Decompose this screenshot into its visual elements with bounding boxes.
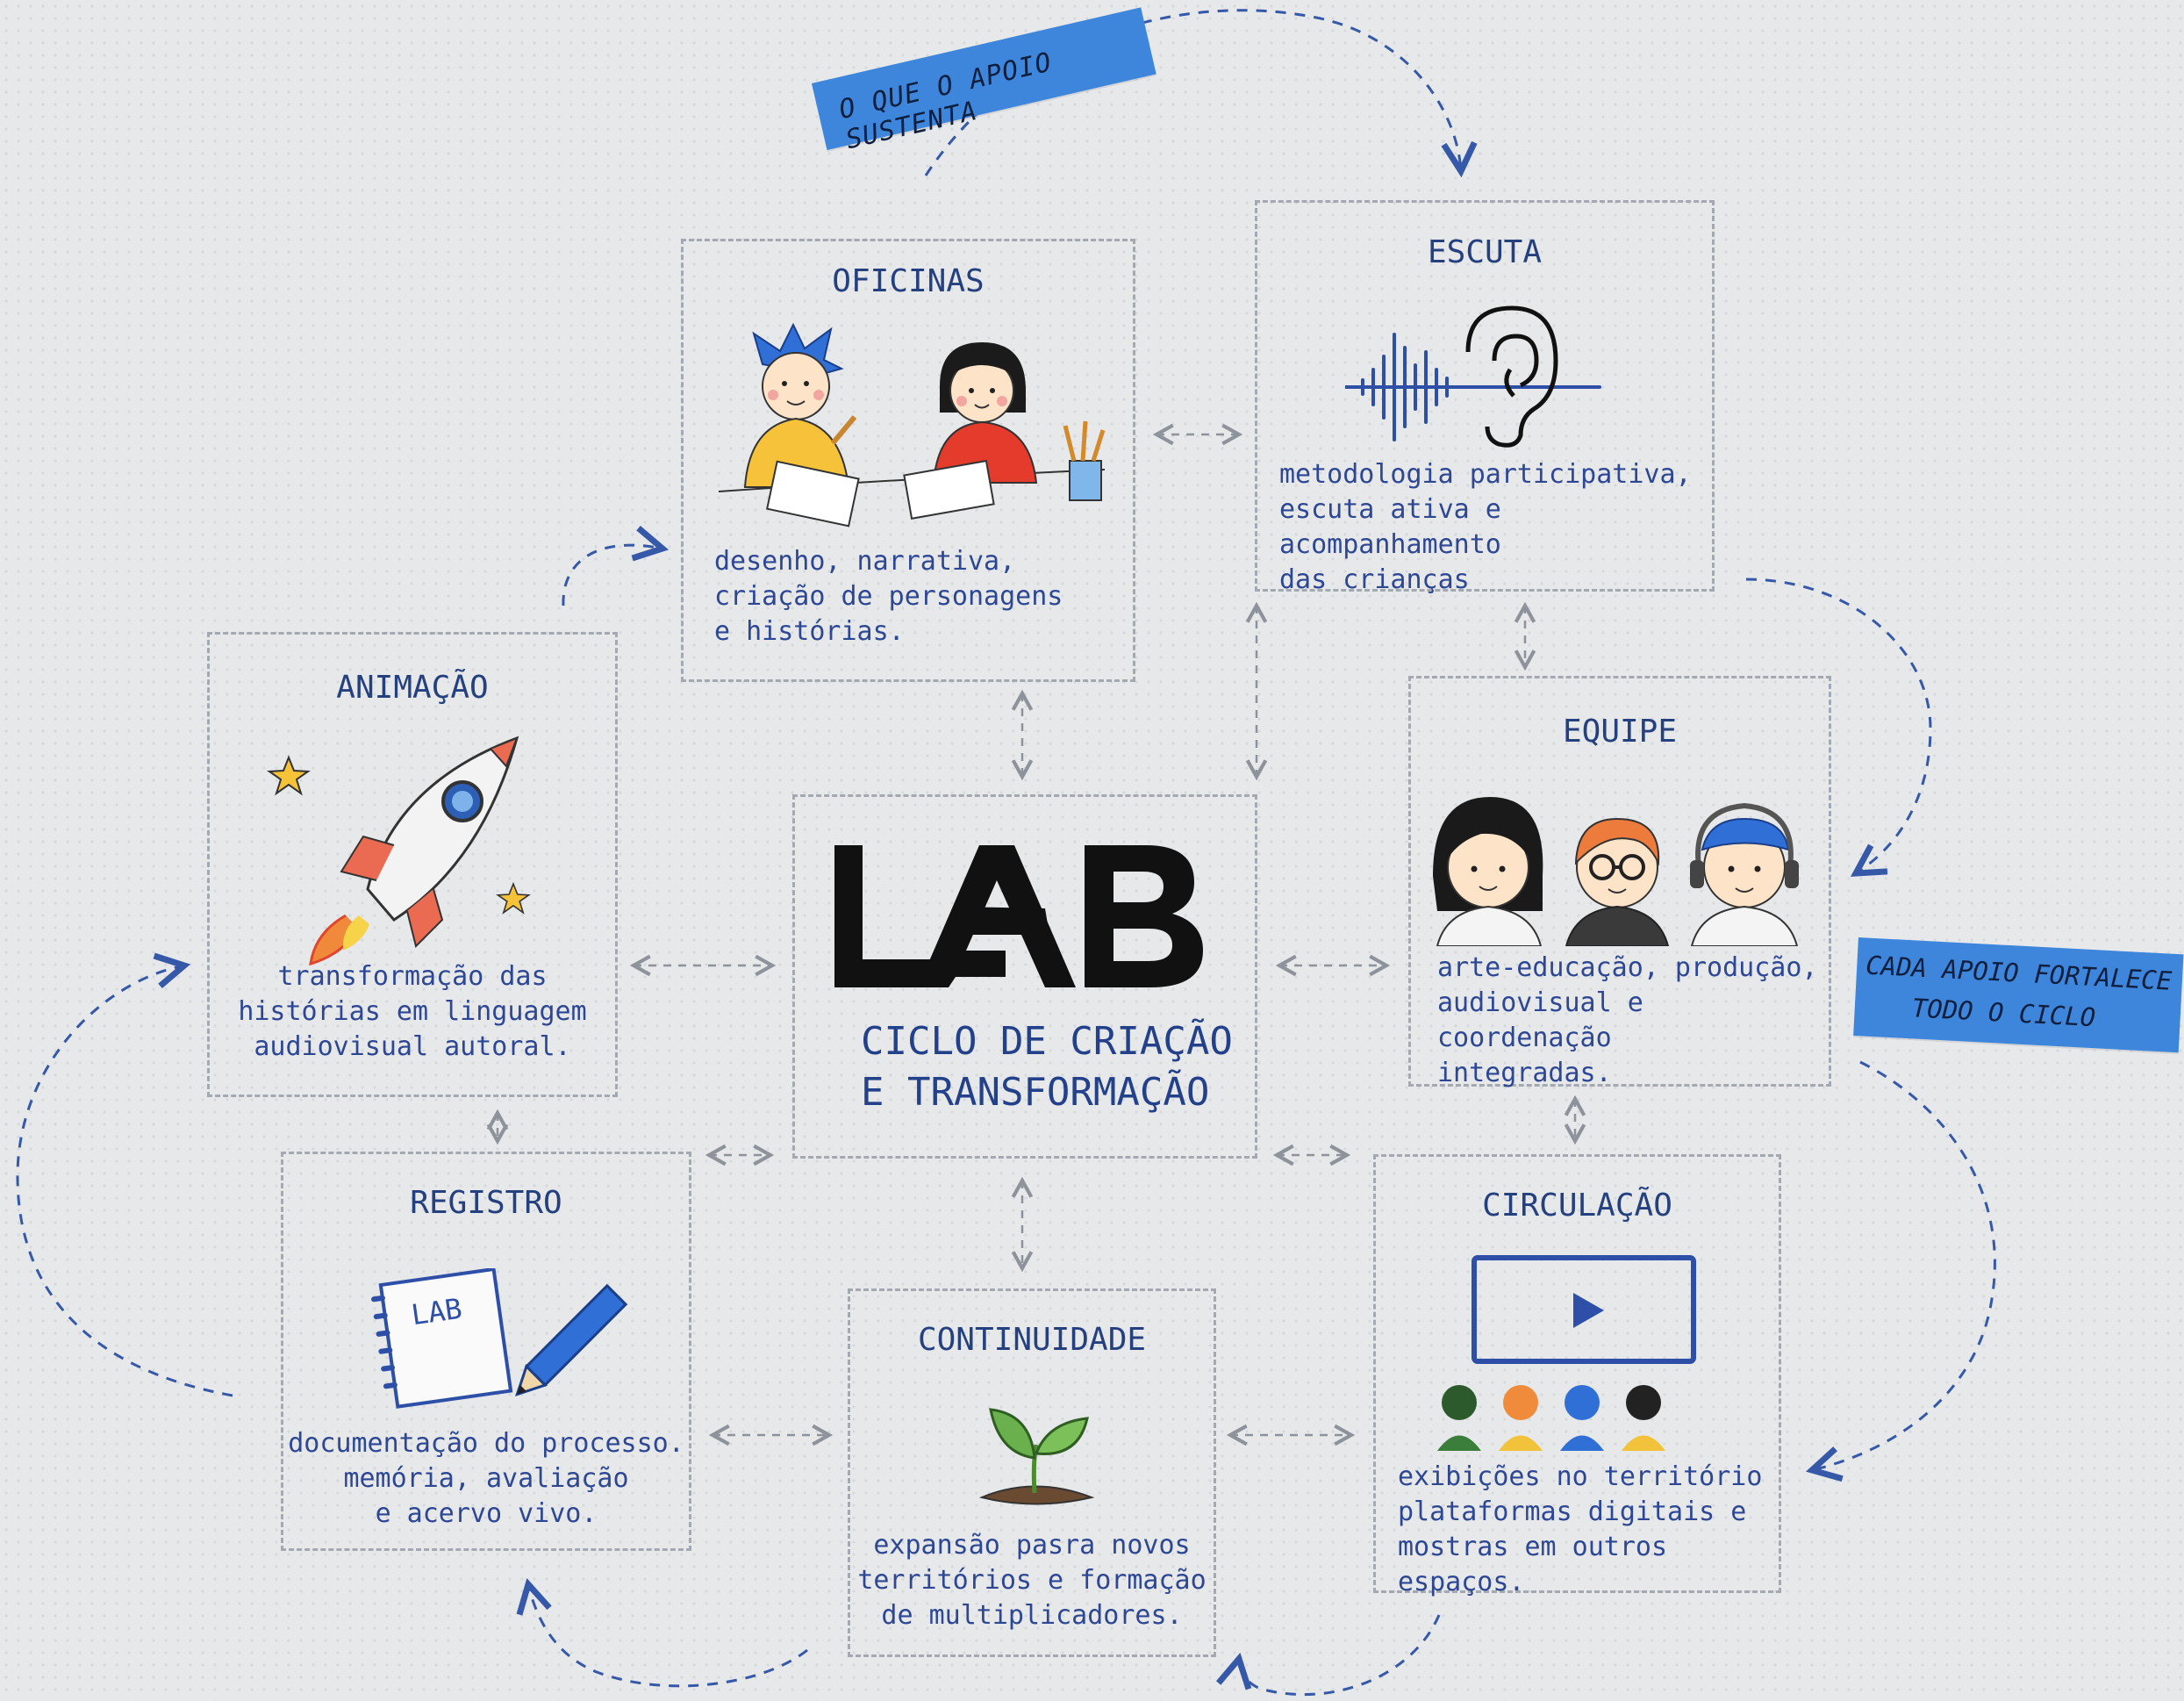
tape-label-right-line2: TODO O CICLO (1910, 993, 2096, 1033)
node-equipe-title: EQUIPE (1562, 714, 1678, 750)
node-continuidade-title: CONTINUIDADE (917, 1322, 1147, 1358)
notebook-label: LAB (409, 1292, 464, 1332)
node-registro-desc: documentação do processo. memória, avali… (288, 1428, 684, 1529)
node-oficinas-desc: desenho, narrativa, criação de personage… (714, 546, 1063, 647)
node-oficinas: OFICINAS desenho, narrativa, criação de … (681, 239, 1135, 682)
team-faces-icon (1433, 797, 1799, 946)
node-escuta-title: ESCUTA (1427, 234, 1543, 270)
node-continuidade-desc: expansão pasra novos territórios e forma… (857, 1530, 1207, 1631)
node-escuta: ESCUTA metodologia participativa, escuta… (1255, 200, 1715, 595)
node-animacao: ANIMAÇÃO transformação das histórias em … (207, 632, 618, 1097)
cycle-arrow-left (16, 965, 233, 1397)
node-circulacao-title: CIRCULAÇÃO (1482, 1188, 1672, 1224)
node-oficinas-title: OFICINAS (832, 263, 985, 299)
node-equipe: EQUIPE arte-educação, produção, audiovis… (1408, 676, 1831, 1088)
notebook-pencil-icon: LAB (371, 1268, 628, 1409)
node-registro-title: REGISTRO (410, 1185, 562, 1221)
center-subtitle: CICLO DE CRIAÇÃO E TRANSFORMAÇÃO (861, 1019, 1233, 1115)
cycle-arrow-bottom-left (528, 1584, 808, 1688)
node-animacao-desc: transformação das histórias em linguagem… (238, 961, 587, 1062)
screen-audience-icon (1437, 1255, 1696, 1451)
cycle-arrow-bottom-right (1239, 1614, 1441, 1697)
node-circulacao-desc: exibições no território plataformas digi… (1398, 1461, 1763, 1597)
tape-label-right-line1: CADA APOIO FORTALECE (1865, 950, 2173, 996)
cycle-arrow-right-top (1745, 578, 1932, 873)
ear-soundwave-icon (1345, 305, 1601, 448)
cycle-arrow-animacao-oficinas (562, 545, 662, 606)
children-drawing-icon (718, 322, 1106, 528)
center-lab-panel: CICLO DE CRIAÇÃO E TRANSFORMAÇÃO (792, 794, 1257, 1159)
node-equipe-desc: arte-educação, produção, audiovisual e c… (1437, 952, 1818, 1088)
sprout-icon (978, 1408, 1095, 1505)
node-animacao-title: ANIMAÇÃO (336, 670, 489, 706)
rocket-icon (267, 736, 531, 966)
lab-logo (834, 845, 1203, 987)
node-circulacao: CIRCULAÇÃO exibições no território plata… (1373, 1154, 1781, 1597)
tape-label-right: CADA APOIO FORTALECE TODO O CICLO (1853, 937, 2184, 1053)
node-registro: REGISTRO LAB documentação do processo. m… (281, 1152, 691, 1551)
node-escuta-desc: metodologia participativa, escuta ativa … (1279, 459, 1692, 595)
cycle-arrow-right-bottom (1812, 1060, 1996, 1470)
node-continuidade: CONTINUIDADE expansão pasra novos territ… (848, 1288, 1216, 1657)
